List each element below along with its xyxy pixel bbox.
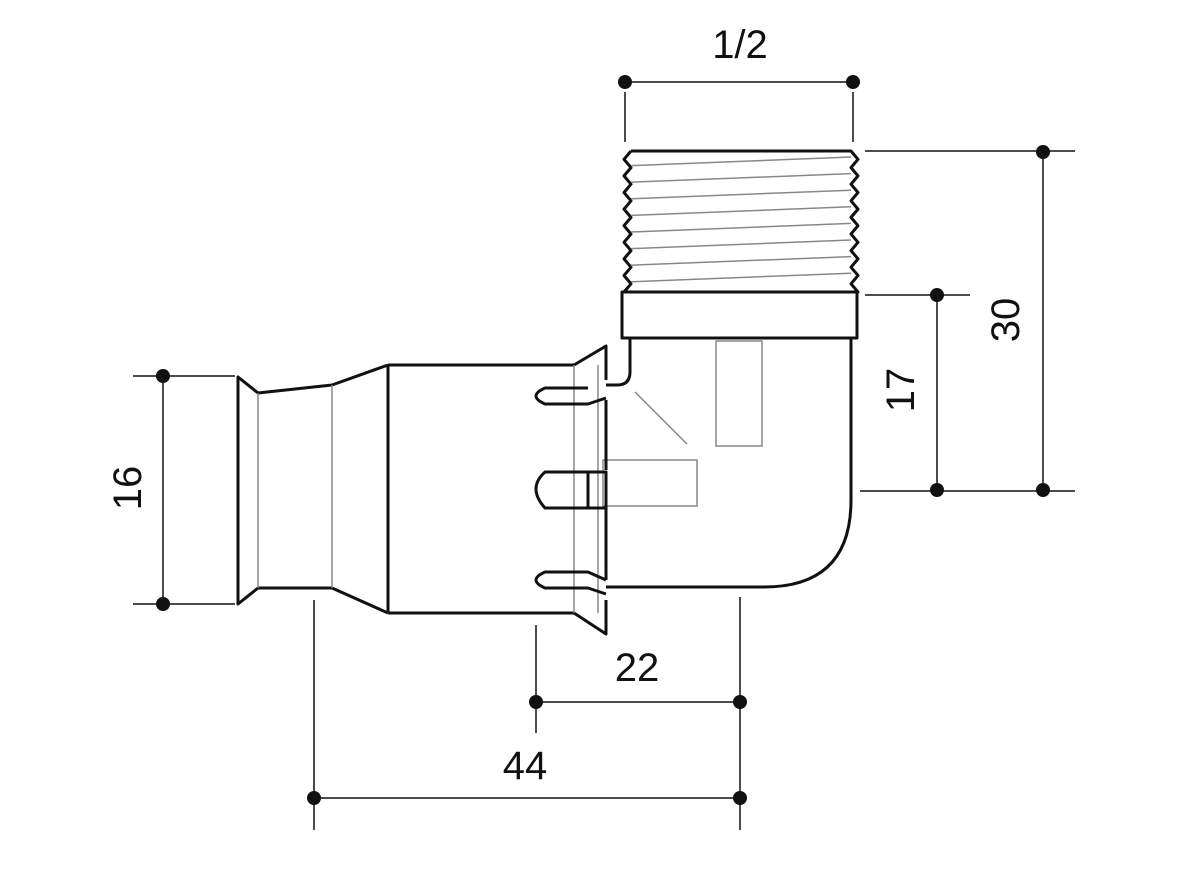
- hidden-port-vertical: [715, 340, 763, 447]
- thread-line: [630, 156, 852, 167]
- thread-line: [630, 239, 852, 250]
- dimension-label: 30: [984, 298, 1028, 343]
- hex-band: [620, 290, 859, 340]
- dimension-label: 16: [106, 466, 150, 511]
- clip-finger-top: [534, 386, 607, 406]
- pipe-socket: [236, 363, 389, 615]
- sleeve-bottom: [388, 600, 608, 636]
- hidden-port-horizontal: [602, 459, 698, 507]
- thread-line: [630, 272, 852, 283]
- male-thread: [622, 149, 860, 294]
- hidden-bore-line: [634, 391, 688, 445]
- dimension-label: 44: [503, 744, 548, 788]
- thread-line: [630, 189, 852, 200]
- dimension-overall-length: 44: [307, 600, 747, 830]
- dimension-thread-size: 1/2: [618, 23, 860, 142]
- dimension-overall-height: 30: [860, 145, 1075, 497]
- dimension-thread-offset: 17: [865, 288, 970, 497]
- clip-finger-middle: [534, 470, 608, 510]
- thread-helix-lines: [630, 156, 852, 283]
- dimension-label: 22: [615, 646, 660, 690]
- dimension-insert-length: 22: [529, 597, 747, 830]
- fitting-body: [236, 149, 860, 636]
- sleeve-top: [388, 344, 608, 380]
- elbow-outer-curve: [606, 338, 853, 589]
- dimension-pipe-diameter: 16: [106, 369, 235, 611]
- dimension-label: 17: [879, 368, 923, 413]
- thread-line: [630, 222, 852, 233]
- elbow-inner-neck: [606, 338, 632, 387]
- thread-line: [630, 255, 852, 266]
- dimension-label: 1/2: [712, 23, 768, 67]
- clip-finger-bottom: [534, 570, 607, 596]
- thread-line: [630, 206, 852, 217]
- thread-line: [630, 172, 852, 183]
